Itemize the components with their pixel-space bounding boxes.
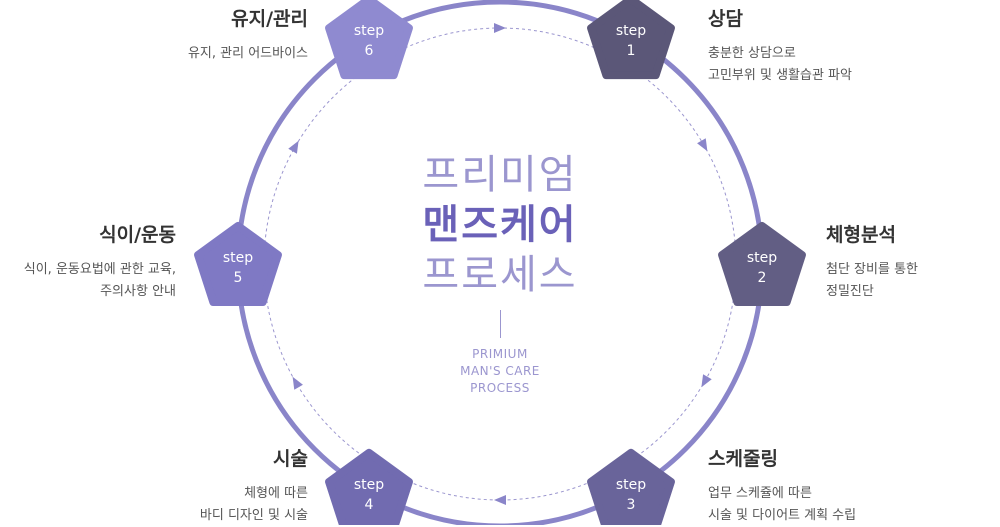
step1-number: 1 xyxy=(627,43,636,59)
step1-desc-line2: 고민부위 및 생활습관 파악 xyxy=(708,68,852,83)
step4-number: 4 xyxy=(365,497,374,513)
step6-number: 6 xyxy=(365,43,374,59)
step1-label: 상담 충분한 상담으로 고민부위 및 생활습관 파악 xyxy=(708,4,968,87)
step1-title: 상담 xyxy=(708,8,743,30)
step2-label: 체형분석 첨단 장비를 통한 정밀진단 xyxy=(826,220,1000,303)
step4-desc-line1: 체형에 따른 xyxy=(244,486,308,501)
step2-desc-line1: 첨단 장비를 통한 xyxy=(826,262,918,277)
step3-desc-line2: 시술 및 다이어트 계획 수립 xyxy=(708,508,857,523)
direction-arrow-icon xyxy=(292,376,303,390)
step4-title: 시술 xyxy=(273,448,308,470)
step5-number: 5 xyxy=(234,270,243,286)
step3-number: 3 xyxy=(627,497,636,513)
step5-pentagon xyxy=(194,222,282,306)
step1-word: step xyxy=(616,23,646,39)
step1-badge: step 1 xyxy=(587,0,675,80)
direction-arrow-icon xyxy=(288,140,299,154)
step3-title: 스케줄링 xyxy=(708,448,778,470)
step2-number: 2 xyxy=(758,270,767,286)
center-title-line1: 프리미엄 xyxy=(422,152,578,198)
step5-word: step xyxy=(223,250,253,266)
step1-pentagon xyxy=(587,0,675,80)
step6-title: 유지/관리 xyxy=(231,8,308,30)
step1-desc-line1: 충분한 상담으로 xyxy=(708,46,796,61)
step6-pentagon xyxy=(325,0,413,80)
step3-desc-line1: 업무 스케쥴에 따른 xyxy=(708,486,812,501)
center-en-line1: PRIMIUM xyxy=(472,347,528,361)
step4-badge: step 4 xyxy=(325,448,413,525)
step3-word: step xyxy=(616,477,646,493)
step3-pentagon xyxy=(587,448,675,525)
step4-label: 시술 체형에 따른 바디 디자인 및 시술 xyxy=(48,444,308,527)
step6-badge: step 6 xyxy=(325,0,413,80)
step5-badge: step 5 xyxy=(194,222,282,306)
step6-label: 유지/관리 유지, 관리 어드바이스 xyxy=(48,4,308,65)
step6-word: step xyxy=(354,23,384,39)
step3-badge: step 3 xyxy=(587,448,675,525)
step3-label: 스케줄링 업무 스케쥴에 따른 시술 및 다이어트 계획 수립 xyxy=(708,444,968,527)
direction-arrow-icon xyxy=(494,495,506,505)
center-title: 프리미엄 맨즈케어 프로세스 PRIMIUM MAN'S CARE PROCES… xyxy=(400,150,600,397)
center-en-line3: PROCESS xyxy=(470,381,530,395)
step6-desc-line1: 유지, 관리 어드바이스 xyxy=(187,46,308,61)
step2-title: 체형분석 xyxy=(826,224,896,246)
direction-arrow-icon xyxy=(494,23,506,33)
center-title-line2: 맨즈케어 xyxy=(422,202,578,248)
step4-word: step xyxy=(354,477,384,493)
step5-desc-line2: 주의사항 안내 xyxy=(100,284,176,299)
step2-pentagon xyxy=(718,222,806,306)
direction-arrow-icon xyxy=(697,138,708,152)
step5-label: 식이/운동 식이, 운동요법에 관한 교육, 주의사항 안내 xyxy=(0,220,176,303)
step2-word: step xyxy=(747,250,777,266)
direction-arrow-icon xyxy=(701,374,712,388)
step2-badge: step 2 xyxy=(718,222,806,306)
center-en-line2: MAN'S CARE xyxy=(460,364,540,378)
center-divider xyxy=(499,310,501,338)
step4-desc-line2: 바디 디자인 및 시술 xyxy=(199,508,308,523)
step5-title: 식이/운동 xyxy=(99,224,176,246)
step2-desc-line2: 정밀진단 xyxy=(826,284,874,299)
step4-pentagon xyxy=(325,448,413,525)
step5-desc-line1: 식이, 운동요법에 관한 교육, xyxy=(23,262,176,277)
center-title-line3: 프로세스 xyxy=(422,252,578,298)
